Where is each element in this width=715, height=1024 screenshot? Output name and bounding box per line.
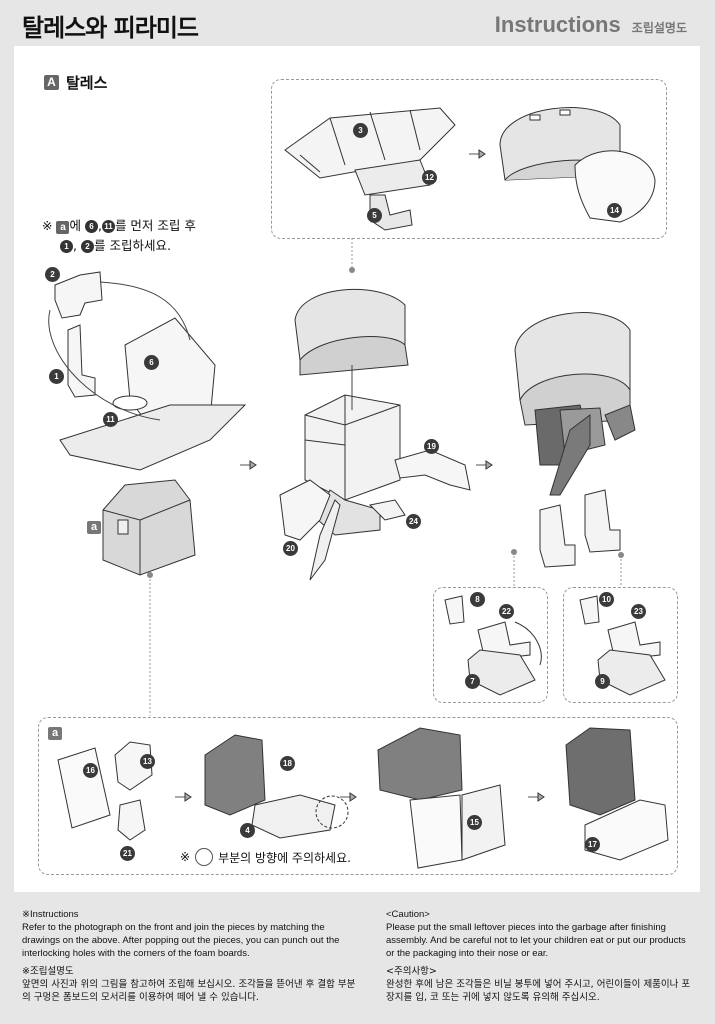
instructions-ko: 조립설명도	[631, 21, 687, 35]
instructions-en: Instructions	[494, 12, 621, 37]
footer-caution-heading-ko: <주의사항>	[386, 966, 437, 977]
callout-24: 24	[406, 514, 421, 529]
callout-4: 4	[240, 823, 255, 838]
callout-3: 3	[353, 123, 368, 138]
callout-7: 7	[465, 674, 480, 689]
callout-23: 23	[631, 604, 646, 619]
callout-20: 20	[283, 541, 298, 556]
sub-a-badge-bottom: a	[48, 727, 62, 740]
callout-13: 13	[140, 754, 155, 769]
note-num-1: 1	[60, 240, 73, 253]
callout-16: 16	[83, 763, 98, 778]
page-title: 탈레스와 피라미드	[22, 14, 199, 42]
callout-1: 1	[49, 369, 64, 384]
callout-9: 9	[595, 674, 610, 689]
orientation-note-symbol: ※	[180, 850, 191, 864]
callout-17: 17	[585, 837, 600, 852]
callout-5: 5	[367, 208, 382, 223]
section-a-name: 탈레스	[66, 74, 108, 92]
callout-8: 8	[470, 592, 485, 607]
note-line2-text: 를 조립하세요.	[93, 238, 171, 253]
instructions-heading: Instructions 조립설명도	[495, 12, 687, 38]
callout-21: 21	[120, 846, 135, 861]
callout-19: 19	[424, 439, 439, 454]
footer-caution-body-ko: 완성한 후에 남은 조각들은 비닐 봉투에 넣어 주시고, 어린이들이 제품이나…	[386, 979, 691, 1003]
note-sep-2: ,	[73, 238, 77, 253]
sub-a-badge-mid: a	[87, 521, 101, 534]
callout-12: 12	[422, 170, 437, 185]
note-sub-badge: a	[56, 221, 70, 234]
callout-2: 2	[45, 267, 60, 282]
footer-caution-heading-en: <Caution>	[386, 909, 430, 920]
note-num-2: 2	[80, 240, 94, 253]
section-a-badge: A	[44, 75, 59, 90]
note-sep: ,	[97, 218, 102, 233]
callout-6: 6	[144, 355, 159, 370]
note-symbol: ※	[42, 218, 53, 233]
callout-10: 10	[599, 592, 614, 607]
footer-caution: <Caution> Please put the small leftover …	[386, 908, 696, 1004]
callout-18: 18	[280, 756, 295, 771]
orientation-note-text: 부분의 방향에 주의하세요.	[218, 850, 351, 865]
callout-22: 22	[499, 604, 514, 619]
footer-instructions: ※Instructions Refer to the photograph on…	[22, 908, 362, 1004]
note-num-11: 11	[101, 220, 115, 233]
circle-marker-icon	[195, 848, 214, 866]
note-num-6: 6	[84, 220, 98, 233]
note-line1-text: 를 먼저 조립 후	[114, 218, 196, 233]
footer-instructions-body-ko: 앞면의 사진과 위의 그림을 참고하여 조립해 보십시오. 조각들을 뜯어낸 후…	[22, 979, 356, 1003]
callout-14: 14	[607, 203, 622, 218]
note-text-ehe: 에	[69, 218, 81, 233]
callout-11: 11	[103, 412, 118, 427]
orientation-note: ※ 부분의 방향에 주의하세요.	[180, 848, 351, 866]
callout-15: 15	[467, 815, 482, 830]
footer-instructions-heading-ko: ※조립설명도	[22, 966, 74, 977]
footer-instructions-body-en: Refer to the photograph on the front and…	[22, 922, 340, 959]
section-a-heading: A 탈레스	[44, 72, 107, 93]
footer-instructions-heading-en: ※Instructions	[22, 909, 79, 920]
footer-caution-body-en: Please put the small leftover pieces int…	[386, 922, 686, 959]
